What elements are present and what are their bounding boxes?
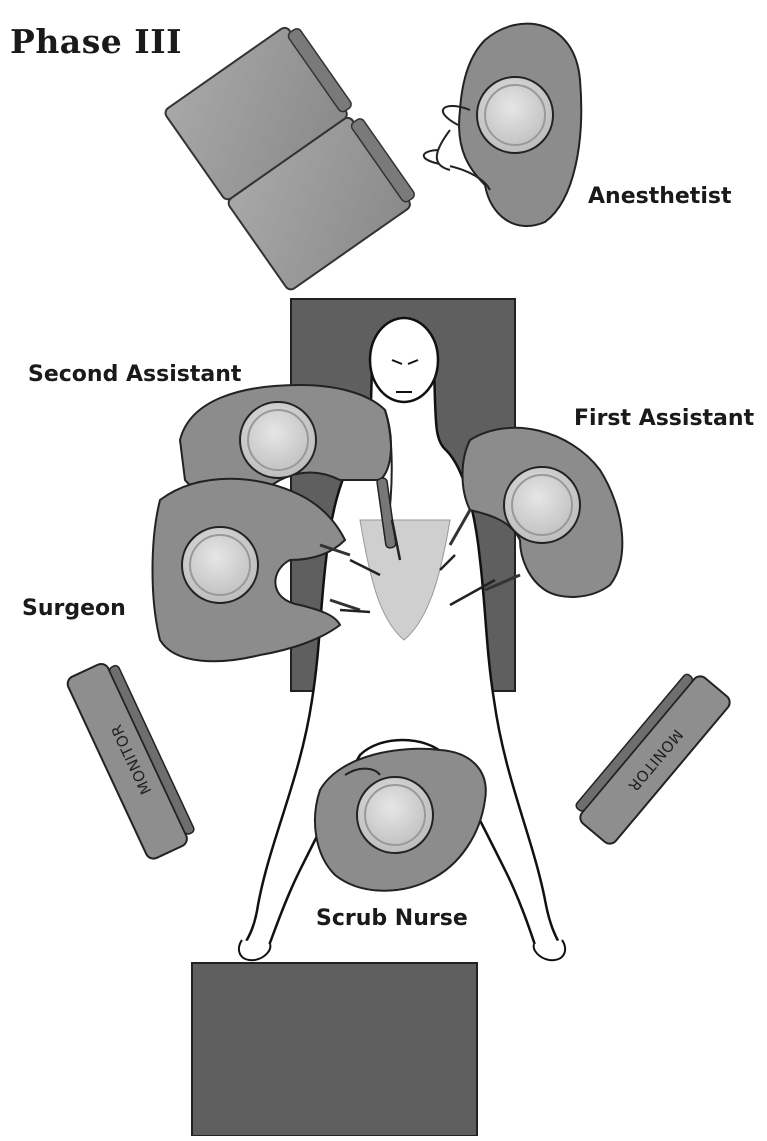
instrument-table	[192, 963, 477, 1136]
second-assistant-label: Second Assistant	[28, 362, 241, 387]
scrub-nurse-figure	[315, 749, 486, 891]
first-assistant-label: First Assistant	[574, 406, 754, 431]
monitor-left: MONITOR	[65, 657, 198, 861]
scrub-nurse-label: Scrub Nurse	[316, 906, 468, 931]
anesthetist-label: Anesthetist	[588, 184, 731, 209]
anesthetist-figure	[424, 24, 581, 226]
phase-title: Phase III	[10, 22, 182, 61]
surgeon-label: Surgeon	[22, 596, 126, 621]
anesthesia-cabinet	[163, 20, 419, 291]
monitor-right: MONITOR	[569, 667, 732, 847]
